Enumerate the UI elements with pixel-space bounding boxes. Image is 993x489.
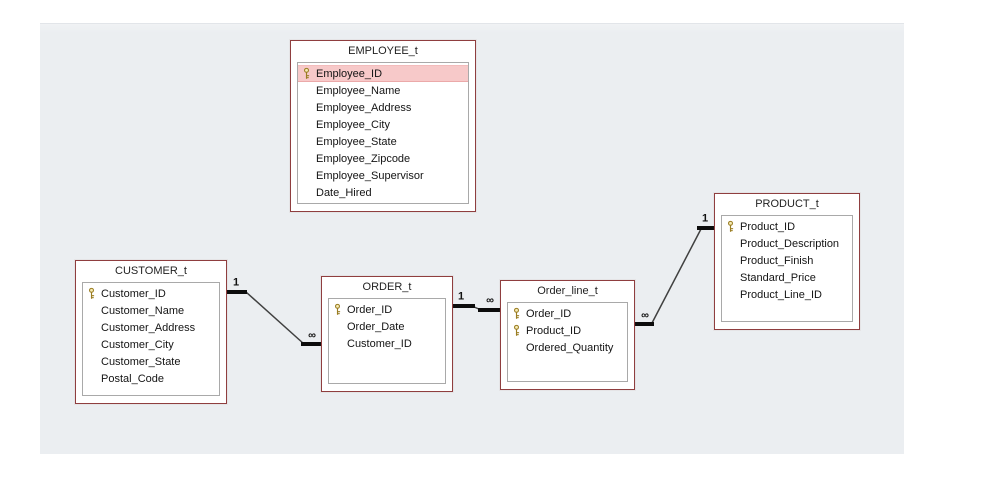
- field-name: Employee_Name: [316, 84, 401, 97]
- field-name: Customer_State: [101, 355, 181, 368]
- field-name: Employee_ID: [316, 67, 383, 80]
- table-order[interactable]: ORDER_t Order_ID Order_Date Customer_ID: [321, 276, 453, 392]
- table-title[interactable]: EMPLOYEE_t: [348, 45, 418, 57]
- field-name: Order_Date: [347, 320, 405, 333]
- field-row[interactable]: Employee_Address: [298, 99, 468, 116]
- field-row[interactable]: Customer_Name: [83, 302, 219, 319]
- cardinality-many-label: ∞: [641, 309, 649, 322]
- field-name: Customer_Name: [101, 304, 185, 317]
- primary-key-icon: [508, 307, 525, 320]
- field-row[interactable]: Customer_ID: [329, 335, 445, 352]
- table-customer[interactable]: CUSTOMER_t Customer_ID Customer_Name Cus…: [75, 260, 227, 404]
- field-list: Product_ID Product_Description Product_F…: [721, 215, 853, 322]
- field-row[interactable]: Employee_Zipcode: [298, 150, 468, 167]
- field-list: Order_ID Product_ID Ordered_Quantity: [507, 302, 628, 382]
- field-name: Customer_ID: [347, 337, 412, 350]
- cardinality-many-label: ∞: [308, 329, 316, 342]
- field-name: Employee_Supervisor: [316, 169, 424, 182]
- field-row[interactable]: Employee_Name: [298, 82, 468, 99]
- field-list: Customer_ID Customer_Name Customer_Addre…: [82, 282, 220, 396]
- field-name: Product_Finish: [740, 254, 814, 267]
- cardinality-many-label: ∞: [486, 294, 494, 307]
- primary-key-icon: [83, 287, 100, 300]
- field-row[interactable]: Employee_State: [298, 133, 468, 150]
- field-name: Product_ID: [740, 220, 796, 233]
- field-list: Order_ID Order_Date Customer_ID: [328, 298, 446, 384]
- primary-key-icon: [329, 303, 346, 316]
- table-order-line[interactable]: Order_line_t Order_ID Product_ID Ordered…: [500, 280, 635, 390]
- field-name: Customer_City: [101, 338, 174, 351]
- field-list: Employee_ID Employee_Name Employee_Addre…: [297, 62, 469, 204]
- table-title[interactable]: PRODUCT_t: [755, 198, 819, 210]
- cardinality-one-label: 1: [232, 276, 240, 289]
- field-row-customer-id[interactable]: Customer_ID: [83, 285, 219, 302]
- field-row[interactable]: Employee_Supervisor: [298, 167, 468, 184]
- field-row-order-id[interactable]: Order_ID: [329, 301, 445, 318]
- field-row[interactable]: Customer_City: [83, 336, 219, 353]
- field-row[interactable]: Customer_State: [83, 353, 219, 370]
- table-title[interactable]: ORDER_t: [362, 281, 412, 293]
- field-name: Customer_Address: [101, 321, 196, 334]
- field-row-order-id[interactable]: Order_ID: [508, 305, 627, 322]
- field-name: Customer_ID: [101, 287, 166, 300]
- field-name: Product_Line_ID: [740, 288, 822, 301]
- primary-key-icon: [298, 67, 315, 80]
- field-row[interactable]: Product_Finish: [722, 252, 852, 269]
- field-row[interactable]: Customer_Address: [83, 319, 219, 336]
- field-name: Product_ID: [526, 324, 582, 337]
- table-employee[interactable]: EMPLOYEE_t Employee_ID Employee_Name Emp…: [290, 40, 476, 212]
- primary-key-icon: [508, 324, 525, 337]
- field-name: Standard_Price: [740, 271, 816, 284]
- field-row[interactable]: Order_Date: [329, 318, 445, 335]
- cardinality-one-label: 1: [701, 212, 709, 225]
- field-row[interactable]: Product_Line_ID: [722, 286, 852, 303]
- field-name: Order_ID: [347, 303, 393, 316]
- field-row[interactable]: Ordered_Quantity: [508, 339, 627, 356]
- field-name: Employee_State: [316, 135, 397, 148]
- field-row[interactable]: Date_Hired: [298, 184, 468, 201]
- table-product[interactable]: PRODUCT_t Product_ID Product_Description…: [714, 193, 860, 330]
- field-name: Order_ID: [526, 307, 572, 320]
- field-row[interactable]: Standard_Price: [722, 269, 852, 286]
- field-name: Employee_City: [316, 118, 390, 131]
- field-row-product-id[interactable]: Product_ID: [508, 322, 627, 339]
- field-name: Date_Hired: [316, 186, 372, 199]
- field-name: Employee_Zipcode: [316, 152, 411, 165]
- field-name: Postal_Code: [101, 372, 164, 385]
- field-row-employee-id[interactable]: Employee_ID: [298, 65, 468, 82]
- field-row-product-id[interactable]: Product_ID: [722, 218, 852, 235]
- field-row[interactable]: Product_Description: [722, 235, 852, 252]
- cardinality-one-label: 1: [457, 290, 465, 303]
- field-row[interactable]: Employee_City: [298, 116, 468, 133]
- field-name: Ordered_Quantity: [526, 341, 614, 354]
- table-title[interactable]: Order_line_t: [537, 285, 598, 297]
- field-row[interactable]: Postal_Code: [83, 370, 219, 387]
- field-name: Employee_Address: [316, 101, 412, 114]
- primary-key-icon: [722, 220, 739, 233]
- field-name: Product_Description: [740, 237, 840, 250]
- table-title[interactable]: CUSTOMER_t: [115, 265, 187, 277]
